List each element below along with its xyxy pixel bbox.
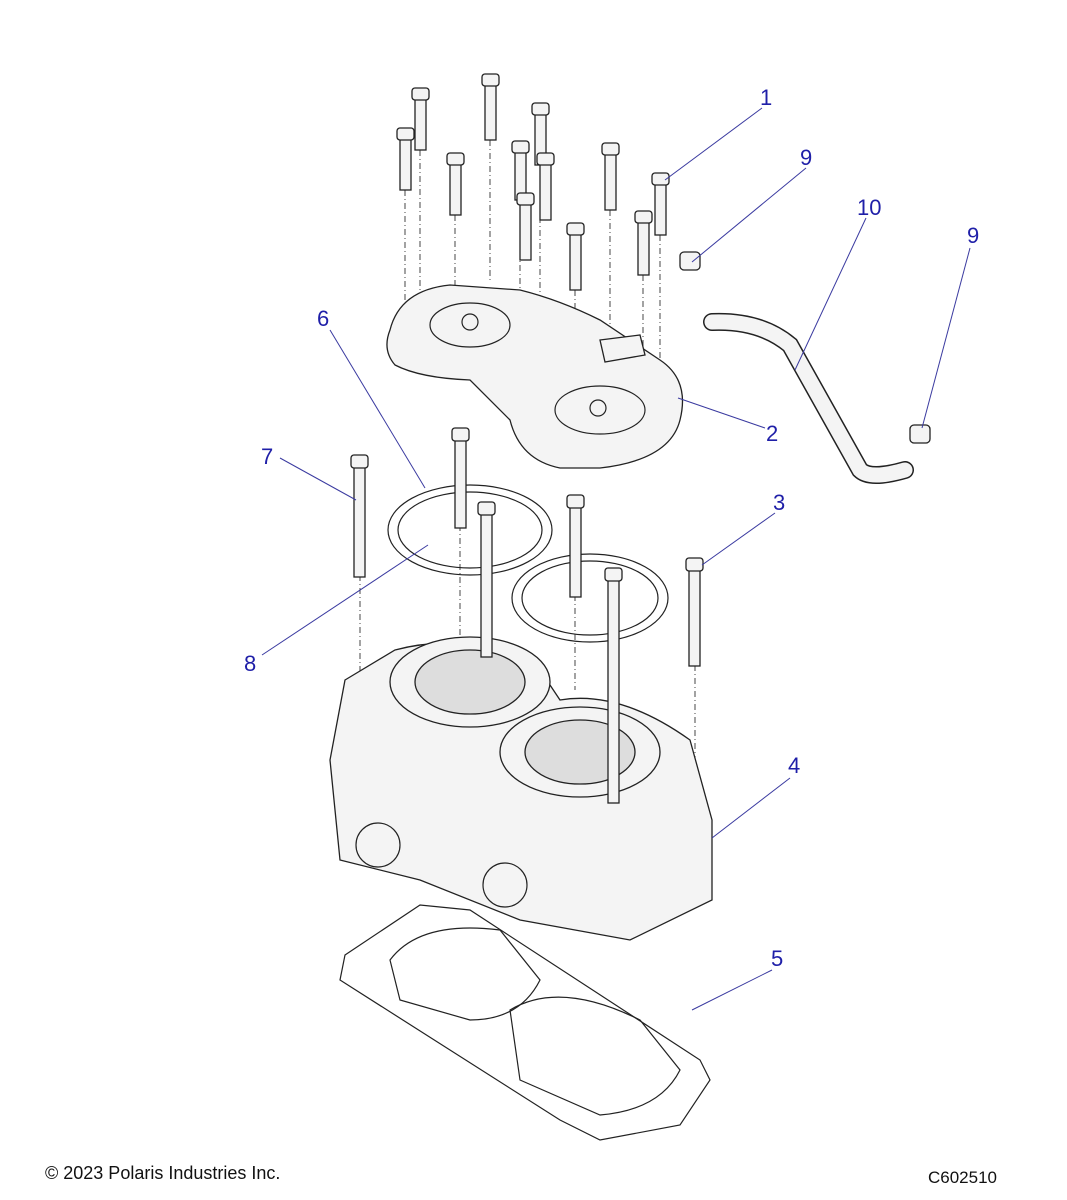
copyright-text: © 2023 Polaris Industries Inc. — [45, 1163, 281, 1183]
bolt — [481, 73, 500, 141]
callout-2: 2 — [766, 421, 778, 446]
coolant-hose — [679, 251, 931, 484]
callout-9b: 9 — [967, 223, 979, 248]
bolt — [516, 192, 535, 261]
cylinder-bolts — [350, 427, 704, 804]
bolt — [685, 557, 704, 667]
bolt — [536, 152, 555, 221]
bolt — [396, 127, 415, 191]
bolt — [451, 427, 470, 529]
callout-6: 6 — [317, 306, 329, 331]
o-rings — [387, 484, 669, 643]
bolt — [634, 210, 653, 276]
callout-1: 1 — [760, 85, 772, 110]
bolt — [411, 87, 430, 151]
bolt — [604, 567, 623, 804]
callout-8: 8 — [244, 651, 256, 676]
cylinder-head — [386, 284, 684, 469]
callout-4: 4 — [788, 753, 800, 778]
hose-clamp — [679, 251, 701, 271]
bolt — [566, 222, 585, 291]
base-gasket — [339, 904, 711, 1141]
callout-leaders — [261, 107, 971, 1011]
bolt — [477, 501, 496, 658]
bolt — [511, 140, 530, 201]
callout-9: 9 — [800, 145, 812, 170]
callout-10: 10 — [857, 195, 881, 220]
bolt — [566, 494, 585, 598]
bolt — [651, 172, 670, 236]
hose-clamp — [909, 424, 931, 444]
drawing-id: C602510 — [928, 1168, 998, 1187]
callouts: 1 9 10 9 6 2 7 3 8 4 5 — [244, 85, 979, 971]
bolt — [350, 454, 369, 578]
cylinder-block — [329, 636, 713, 941]
callout-7: 7 — [261, 444, 273, 469]
bolt — [601, 142, 620, 211]
callout-5: 5 — [771, 946, 783, 971]
bolt — [446, 152, 465, 216]
head-bolts — [396, 73, 670, 291]
callout-3: 3 — [773, 490, 785, 515]
